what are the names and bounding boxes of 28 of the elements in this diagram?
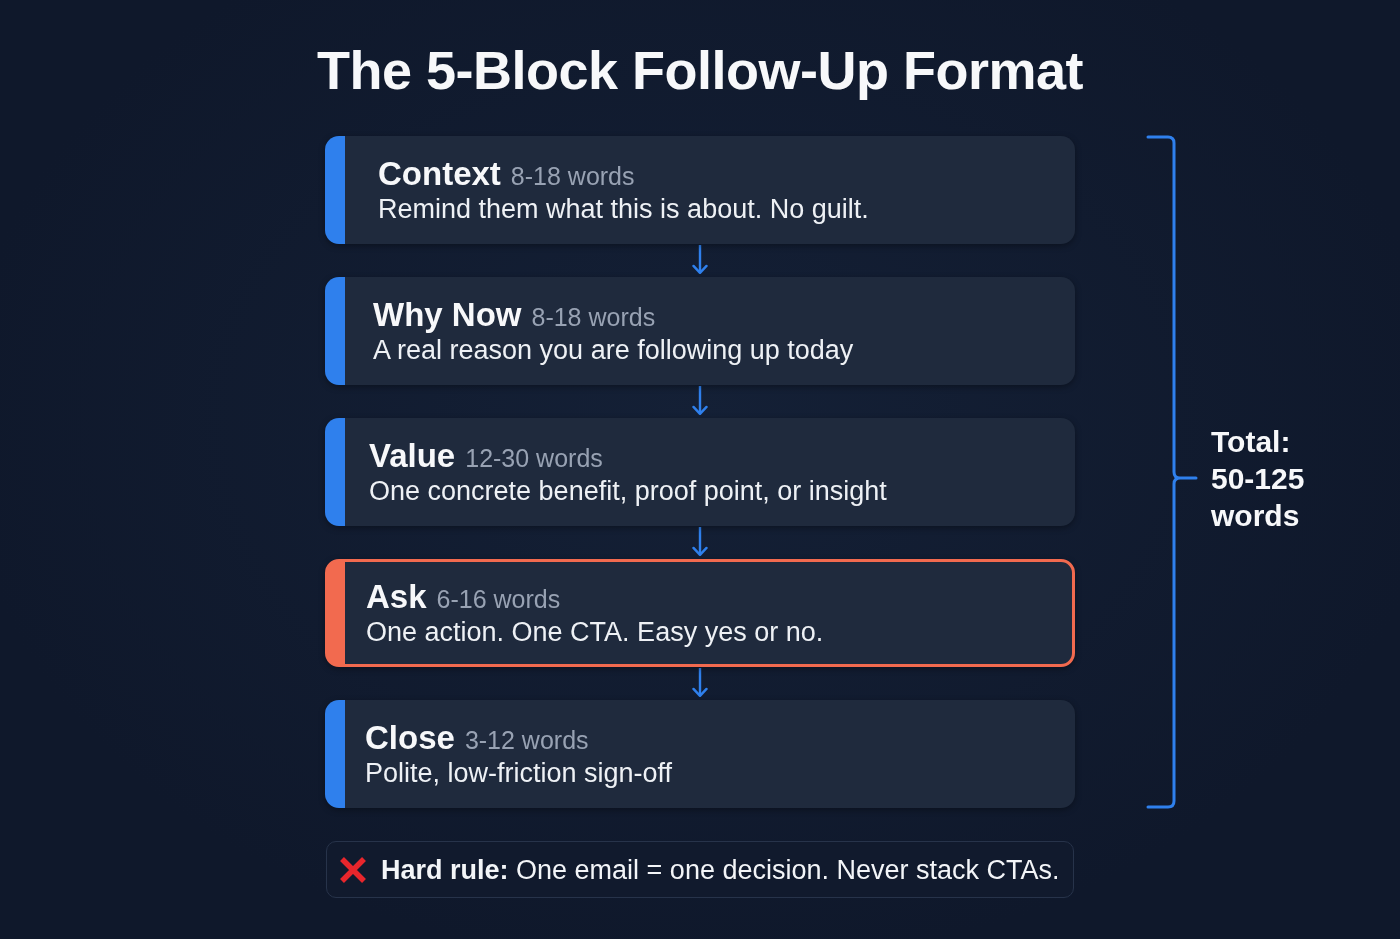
step-title: Value bbox=[369, 437, 456, 475]
step-description: One concrete benefit, proof point, or insight bbox=[369, 475, 887, 507]
word-count: 3-12 words bbox=[464, 725, 589, 755]
step-card bbox=[325, 277, 1075, 385]
step-description: Remind them what this is about. No guilt. bbox=[378, 193, 869, 225]
step-title: Context bbox=[378, 155, 501, 193]
title: The 5-Block Follow-Up Format bbox=[317, 39, 1083, 102]
total-label: Total: 50-125 words bbox=[1211, 424, 1306, 534]
arrow bbox=[692, 527, 708, 557]
word-count: 8-18 words bbox=[510, 161, 635, 191]
rule-text: Hard rule: One email = one decision. Never stack CTAs. bbox=[381, 853, 1060, 886]
step-description: Polite, low-friction sign-off bbox=[365, 757, 673, 789]
rule-callout bbox=[326, 841, 1074, 898]
step-description: A real reason you are following up today bbox=[373, 334, 854, 366]
step-card bbox=[325, 418, 1075, 526]
arrow bbox=[692, 245, 708, 275]
arrow bbox=[692, 668, 708, 698]
step-card bbox=[325, 136, 1075, 244]
word-count: 6-16 words bbox=[436, 584, 561, 614]
word-count: 8-18 words bbox=[531, 302, 656, 332]
highlighted-step-card bbox=[325, 559, 1075, 667]
step-title: Ask bbox=[366, 578, 427, 616]
step-card bbox=[325, 700, 1075, 808]
step-description: One action. One CTA. Easy yes or no. bbox=[366, 616, 824, 648]
word-count: 12-30 words bbox=[465, 443, 603, 473]
arrow bbox=[692, 386, 708, 416]
step-title: Close bbox=[365, 719, 455, 757]
step-title: Why Now bbox=[373, 296, 522, 334]
